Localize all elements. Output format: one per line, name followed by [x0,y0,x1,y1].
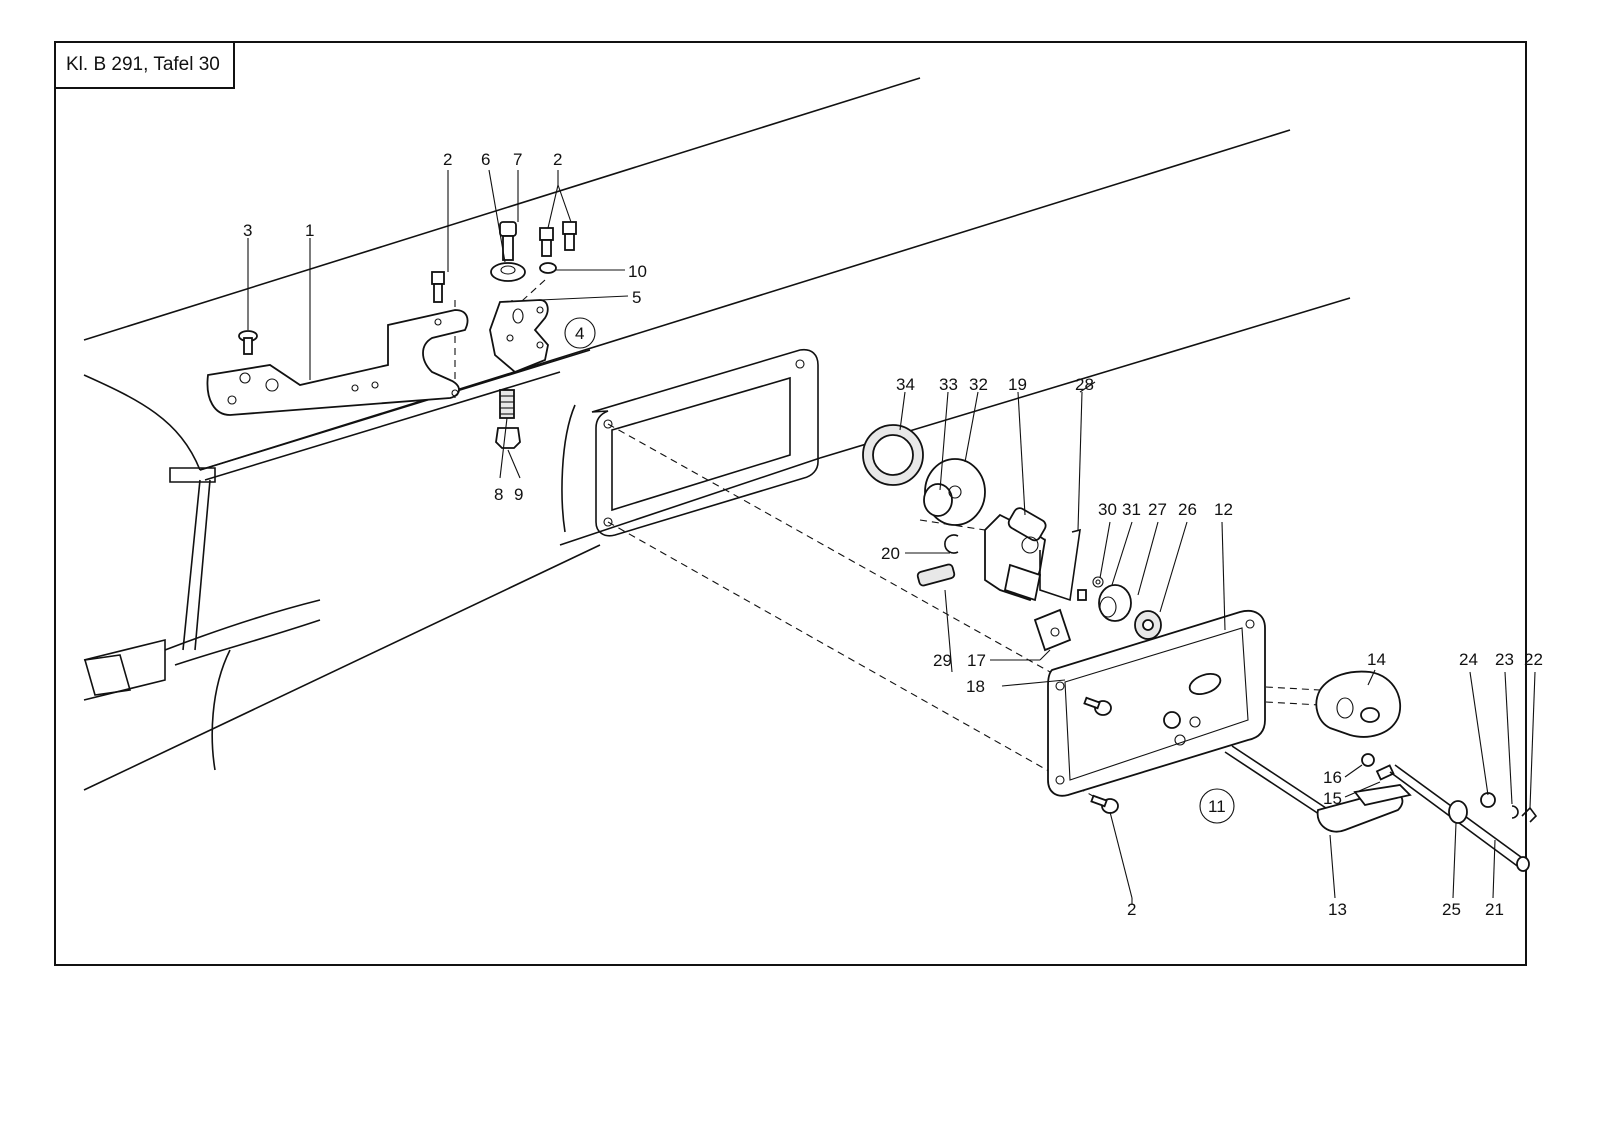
callout-2: 2 [553,150,562,169]
callout-11: 11 [1208,797,1226,816]
disc-34 [862,424,924,486]
pin-30 [1077,589,1087,601]
callout-27: 27 [1148,500,1167,519]
screws-2-top [539,221,577,257]
callout-12: 12 [1214,500,1233,519]
spring-28 [1039,528,1081,602]
callout-14: 14 [1367,650,1386,669]
washer-26 [1134,610,1162,640]
clip-22 [1521,806,1538,823]
drawing-frame [54,41,1527,966]
callout-23: 23 [1495,650,1514,669]
callout-25: 25 [1442,900,1461,919]
plate-title: Kl. B 291, Tafel 30 [54,41,235,89]
clip-24 [1480,792,1496,808]
spring-29 [916,563,956,587]
lever-19 [984,507,1047,602]
callout-1: 1 [305,221,314,240]
cam-14 [1315,670,1402,738]
callout-26: 26 [1178,500,1197,519]
spring-8 [499,389,515,419]
callout-20: 20 [881,544,900,563]
screw-2-plate [431,271,445,303]
nut-9 [495,427,521,449]
callout-15: 15 [1323,789,1342,808]
callout-2: 2 [443,150,452,169]
bushing-27 [1098,584,1132,622]
leader-lines [247,169,1536,905]
crank-13 [1224,745,1412,833]
callout-17: 17 [967,651,986,670]
callout-29: 29 [933,651,952,670]
screw-7 [499,221,517,261]
callout-10: 10 [628,262,647,281]
callout-19: 19 [1008,375,1027,394]
callout-11-circle [1199,788,1235,824]
callout-22: 22 [1524,650,1543,669]
callout-7: 7 [513,150,522,169]
callout-2: 2 [1127,900,1136,919]
callout-18: 18 [966,677,985,696]
clip-23 [1511,805,1519,819]
spring-31 [1092,576,1104,588]
washer-16 [1361,753,1375,767]
callout-4: 4 [575,324,584,343]
block-17 [1033,608,1072,652]
callout-21: 21 [1485,900,1504,919]
callout-6: 6 [481,150,490,169]
plate-title-text: Kl. B 291, Tafel 30 [66,54,220,75]
callout-32: 32 [969,375,988,394]
screw-15 [1375,764,1395,781]
callout-3: 3 [243,221,252,240]
callout-8: 8 [494,485,503,504]
callout-24: 24 [1459,650,1478,669]
callout-13: 13 [1328,900,1347,919]
callout-34: 34 [896,375,915,394]
screw-3 [238,330,258,355]
callout-9: 9 [514,485,523,504]
callout-4-circle [564,317,596,349]
roller-32 [923,458,986,526]
callout-28: 28 [1075,375,1094,394]
clip-20 [944,534,959,554]
cap-6 [490,262,526,282]
callout-31: 31 [1122,500,1141,519]
collar-25 [1448,800,1468,824]
callout-16: 16 [1323,768,1342,787]
washer-10 [539,262,557,274]
cover-plate-12 [1047,610,1266,797]
screws-2-cover [1083,696,1119,814]
machine-housing [83,77,1351,791]
callout-30: 30 [1098,500,1117,519]
bracket-plate [206,309,469,416]
adjusting-plate [489,299,549,374]
callout-33: 33 [939,375,958,394]
callout-5: 5 [632,288,641,307]
callout-labels: 1 2 2 2 3 4 5 6 7 8 9 10 11 12 13 14 15 … [243,150,1543,919]
